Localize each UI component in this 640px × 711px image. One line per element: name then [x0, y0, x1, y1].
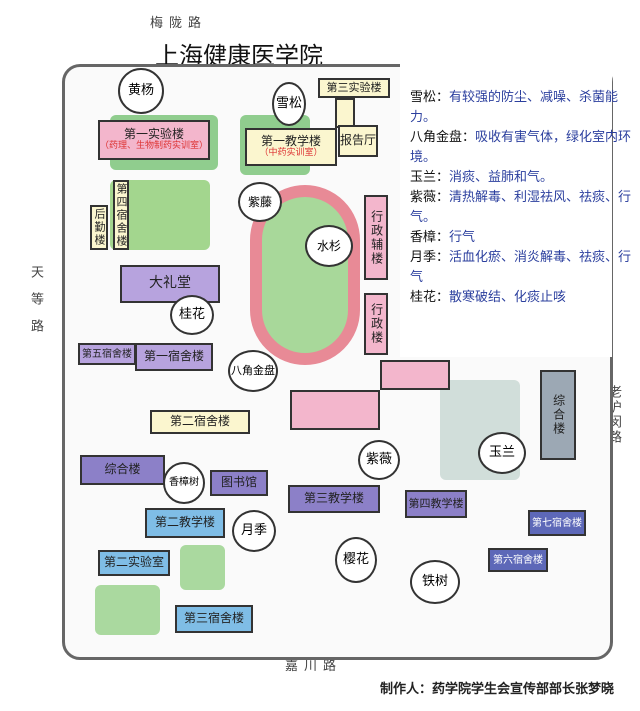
legend-item: 香樟：行气	[410, 228, 635, 248]
legend-item: 月季：活血化瘀、消炎解毒、祛痰、行气	[410, 248, 635, 288]
building-dorm7[interactable]: 第七宿舍楼	[528, 510, 586, 536]
legend-item: 八角金盘：吸收有害气体，绿化室内环境。	[410, 128, 635, 168]
tree-bubble: 玉兰	[478, 432, 526, 474]
road-south: 嘉川路	[285, 659, 343, 674]
legend-name: 紫薇：	[410, 190, 450, 205]
building-label: 第一教学楼	[260, 134, 321, 149]
legend-item: 桂花：散寒破结、化痰止咳	[410, 288, 635, 308]
tree-bubble: 八角金盘	[228, 350, 278, 392]
legend-name: 桂花：	[410, 290, 450, 305]
tree-bubble: 铁树	[410, 560, 460, 604]
legend-name: 香樟：	[410, 230, 450, 245]
building-dorm1[interactable]: 第一宿舍楼	[135, 343, 213, 371]
legend-desc: 清热解毒、利湿祛风、祛痰、行气。	[410, 190, 632, 225]
legend-desc: 吸收有害气体，绿化室内环境。	[410, 130, 632, 165]
legend-desc: 活血化瘀、消炎解毒、祛痰、行气	[410, 250, 632, 285]
tree-bubble: 樱花	[335, 537, 377, 583]
tree-bubble: 紫薇	[358, 440, 400, 480]
tree-bubble: 香樟树	[163, 462, 205, 504]
legend-item: 紫薇：清热解毒、利湿祛风、祛痰、行气。	[410, 188, 635, 228]
building-teach3[interactable]: 第三教学楼	[288, 485, 380, 513]
building-auditorium[interactable]: 大礼堂	[120, 265, 220, 303]
building-dorm6[interactable]: 第六宿舍楼	[488, 548, 548, 572]
legend-name: 八角金盘：	[410, 130, 476, 145]
building-admin-aux[interactable]: 行政辅楼	[364, 195, 388, 280]
legend-name: 月季：	[410, 250, 450, 265]
building-complex-east[interactable]: 综合楼	[540, 370, 576, 460]
building-dorm3[interactable]: 第三宿舍楼	[175, 605, 253, 633]
road-north: 梅陇路	[150, 16, 208, 31]
sports-field	[95, 585, 160, 635]
building-connector	[335, 98, 355, 128]
building-sublabel: （药理、生物制药实训室）	[100, 140, 209, 151]
legend-desc: 行气	[449, 230, 476, 245]
tree-bubble: 月季	[232, 510, 276, 552]
legend-desc: 消痰、益肺和气。	[449, 170, 554, 185]
legend-name: 雪松：	[410, 90, 450, 105]
building-label: 第一实验楼	[123, 127, 184, 142]
building-library[interactable]: 图书馆	[210, 470, 268, 496]
building-lab1[interactable]: 第一实验楼（药理、生物制药实训室）	[98, 120, 210, 160]
legend-item: 玉兰：消痰、益肺和气。	[410, 168, 635, 188]
road-west: 天等路	[28, 265, 43, 346]
credit: 制作人：药学院学生会宣传部部长张梦晓	[380, 682, 615, 697]
building-dorm2[interactable]: 第二宿舍楼	[150, 410, 250, 434]
building-sublabel: （中药实训室）	[259, 147, 323, 158]
tree-bubble: 紫藤	[238, 182, 282, 222]
tree-bubble: 黄杨	[118, 68, 164, 114]
building-pink-block	[290, 390, 380, 430]
building-lab2[interactable]: 第二实验室	[98, 550, 170, 576]
building-logistics[interactable]: 后勤楼	[90, 205, 108, 250]
outside-area	[400, 62, 612, 357]
tree-bubble: 桂花	[170, 295, 214, 335]
building-hall[interactable]: 报告厅	[338, 125, 378, 157]
tree-bubble: 水杉	[305, 225, 353, 267]
tennis-court	[180, 545, 225, 590]
running-track	[250, 185, 360, 365]
legend-desc: 散寒破结、化痰止咳	[449, 290, 567, 305]
building-complex-west[interactable]: 综合楼	[80, 455, 165, 485]
building-dorm5[interactable]: 第五宿舍楼	[78, 343, 136, 365]
building-lab3[interactable]: 第三实验楼	[318, 78, 390, 98]
plant-legend: 雪松：有较强的防尘、减噪、杀菌能力。 八角金盘：吸收有害气体，绿化室内环境。 玉…	[410, 88, 635, 308]
building-teach1[interactable]: 第一教学楼（中药实训室）	[245, 128, 337, 166]
legend-desc: 有较强的防尘、减噪、杀菌能力。	[410, 90, 619, 125]
building-teach4[interactable]: 第四教学楼	[405, 490, 467, 518]
tree-bubble: 雪松	[272, 82, 306, 126]
building-pink-block	[380, 360, 450, 390]
building-dorm4[interactable]: 第四宿舍楼	[113, 180, 129, 250]
building-teach2[interactable]: 第二教学楼	[145, 508, 225, 538]
legend-name: 玉兰：	[410, 170, 450, 185]
legend-item: 雪松：有较强的防尘、减噪、杀菌能力。	[410, 88, 635, 128]
building-admin[interactable]: 行政楼	[364, 293, 388, 355]
